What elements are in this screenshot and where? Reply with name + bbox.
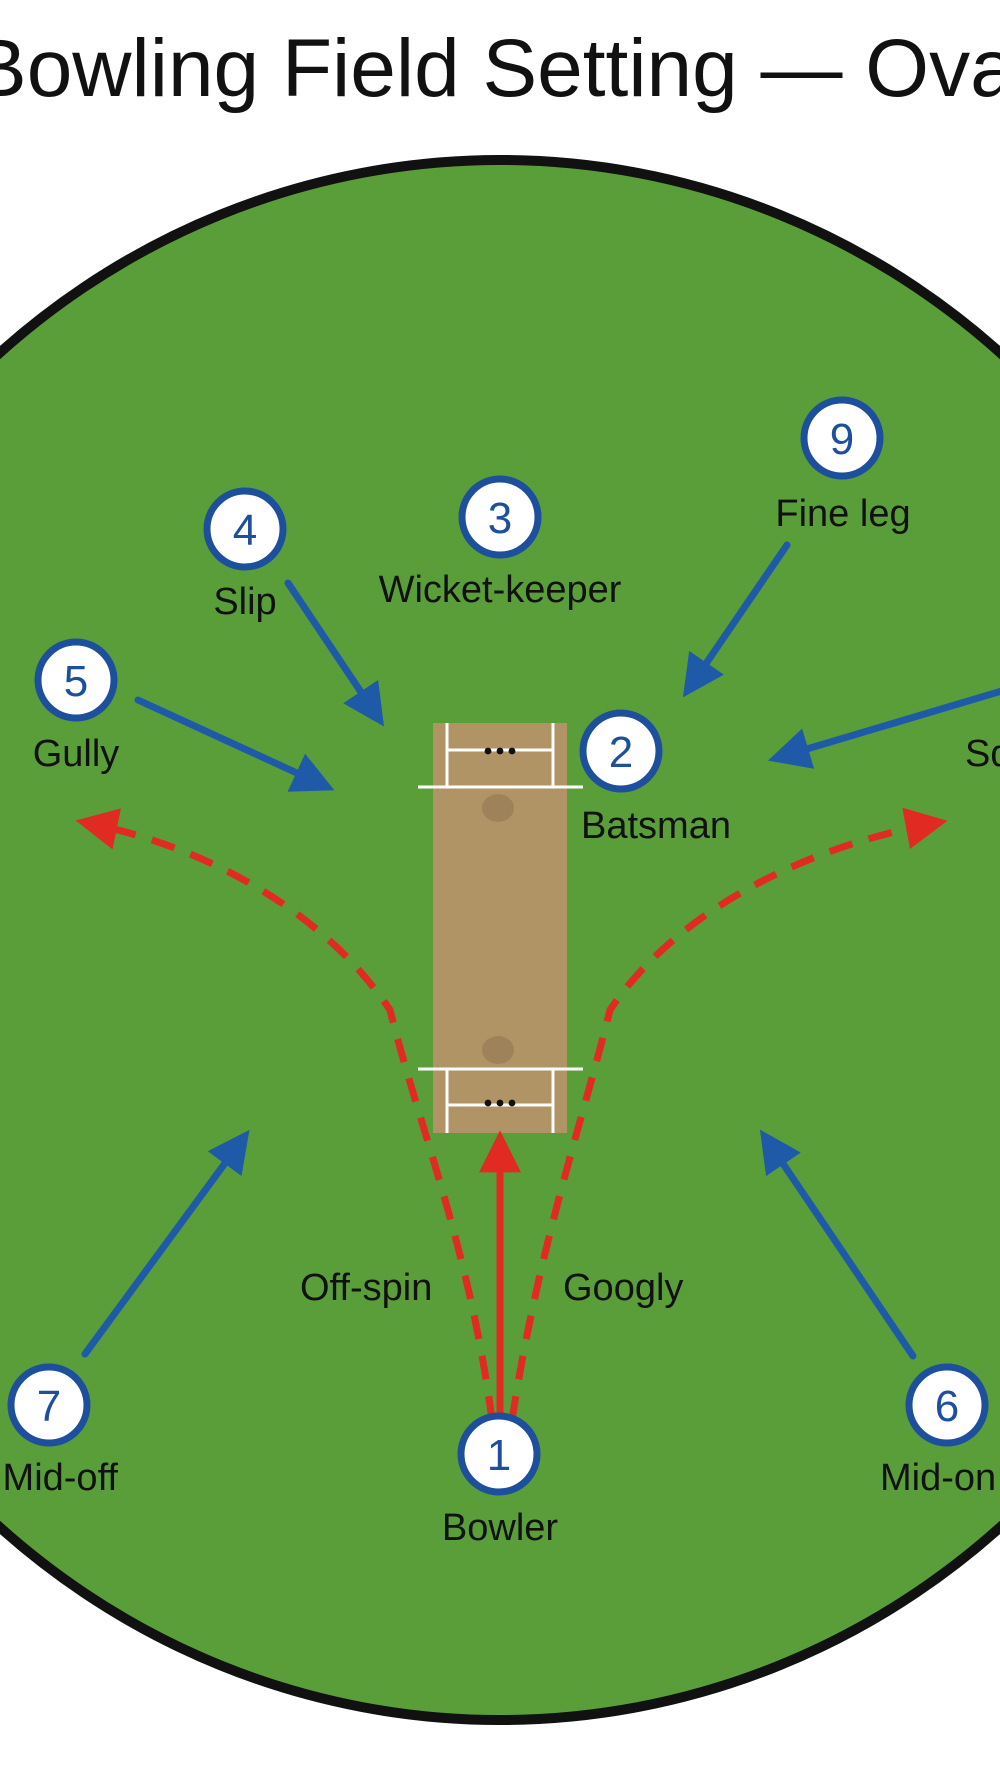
- badge-slip: [203, 487, 287, 571]
- badge-batsman: [579, 709, 663, 793]
- badge-number-slip: 4: [233, 506, 257, 555]
- label-wicket-keeper: Wicket-keeper: [379, 569, 622, 611]
- label-batsman: Batsman: [581, 805, 731, 847]
- badge-fine-leg: [800, 396, 884, 480]
- badge-number-mid-off: 7: [37, 1382, 61, 1431]
- stumps-top: [484, 747, 516, 755]
- label-slip: Slip: [213, 581, 276, 623]
- arrow-square-leg: [767, 687, 1000, 769]
- pitch: [418, 723, 583, 1133]
- badge-number-mid-on: 6: [935, 1382, 959, 1431]
- arrow-gully: [134, 696, 335, 792]
- position-mid-off: 7 Mid-off: [3, 1363, 119, 1499]
- label-mid-off: Mid-off: [3, 1457, 119, 1499]
- pitch-wear-bottom: [482, 1036, 514, 1064]
- position-bowler: 1 Bowler: [442, 1412, 558, 1549]
- arrow-slip: [284, 579, 385, 727]
- arrow-mid-off: [81, 1129, 250, 1358]
- position-gully: 5 Gully: [33, 638, 120, 775]
- label-bowler: Bowler: [442, 1507, 558, 1549]
- pitch-wear-top: [482, 794, 514, 822]
- badge-number-gully: 5: [64, 657, 88, 706]
- badge-number-fine-leg: 9: [830, 415, 854, 464]
- fielder-arrows: [81, 541, 1000, 1360]
- badge-wicket-keeper: [458, 475, 542, 559]
- position-slip: 4 Slip: [203, 487, 287, 623]
- delivery-label-googly: Googly: [563, 1267, 683, 1309]
- position-square-leg: Square leg: [965, 733, 1000, 775]
- arrow-fine-leg: [682, 541, 791, 698]
- position-mid-on: 6 Mid-on: [880, 1363, 996, 1499]
- badge-number-wicket-keeper: 3: [488, 494, 512, 543]
- badge-bowler: [457, 1412, 541, 1496]
- badge-number-batsman: 2: [609, 728, 633, 777]
- pitch-strip: [433, 723, 567, 1133]
- label-mid-on: Mid-on: [880, 1457, 996, 1499]
- position-batsman: 2 Batsman: [579, 709, 731, 847]
- delivery-paths: [75, 807, 948, 1421]
- badge-number-bowler: 1: [487, 1431, 511, 1480]
- fielder-positions: 1 Bowler 2 Batsman 3 Wicket-keeper 4 Sli…: [3, 396, 1000, 1549]
- position-fine-leg: 9 Fine leg: [775, 396, 911, 535]
- badge-gully: [34, 638, 118, 722]
- arrow-mid-on: [759, 1129, 917, 1360]
- path-googly: [508, 807, 948, 1421]
- position-wicket-keeper: 3 Wicket-keeper: [379, 475, 622, 611]
- label-square-leg: Square leg: [965, 733, 1000, 775]
- badge-mid-on: [905, 1363, 989, 1447]
- path-off-spin: [75, 808, 496, 1421]
- stumps-bottom: [484, 1099, 516, 1107]
- diagram-title: Bowling Field Setting — Oval: [0, 23, 1000, 114]
- delivery-label-off-spin: Off-spin: [300, 1267, 432, 1309]
- label-fine-leg: Fine leg: [775, 493, 910, 535]
- badge-mid-off: [7, 1363, 91, 1447]
- label-gully: Gully: [33, 733, 120, 775]
